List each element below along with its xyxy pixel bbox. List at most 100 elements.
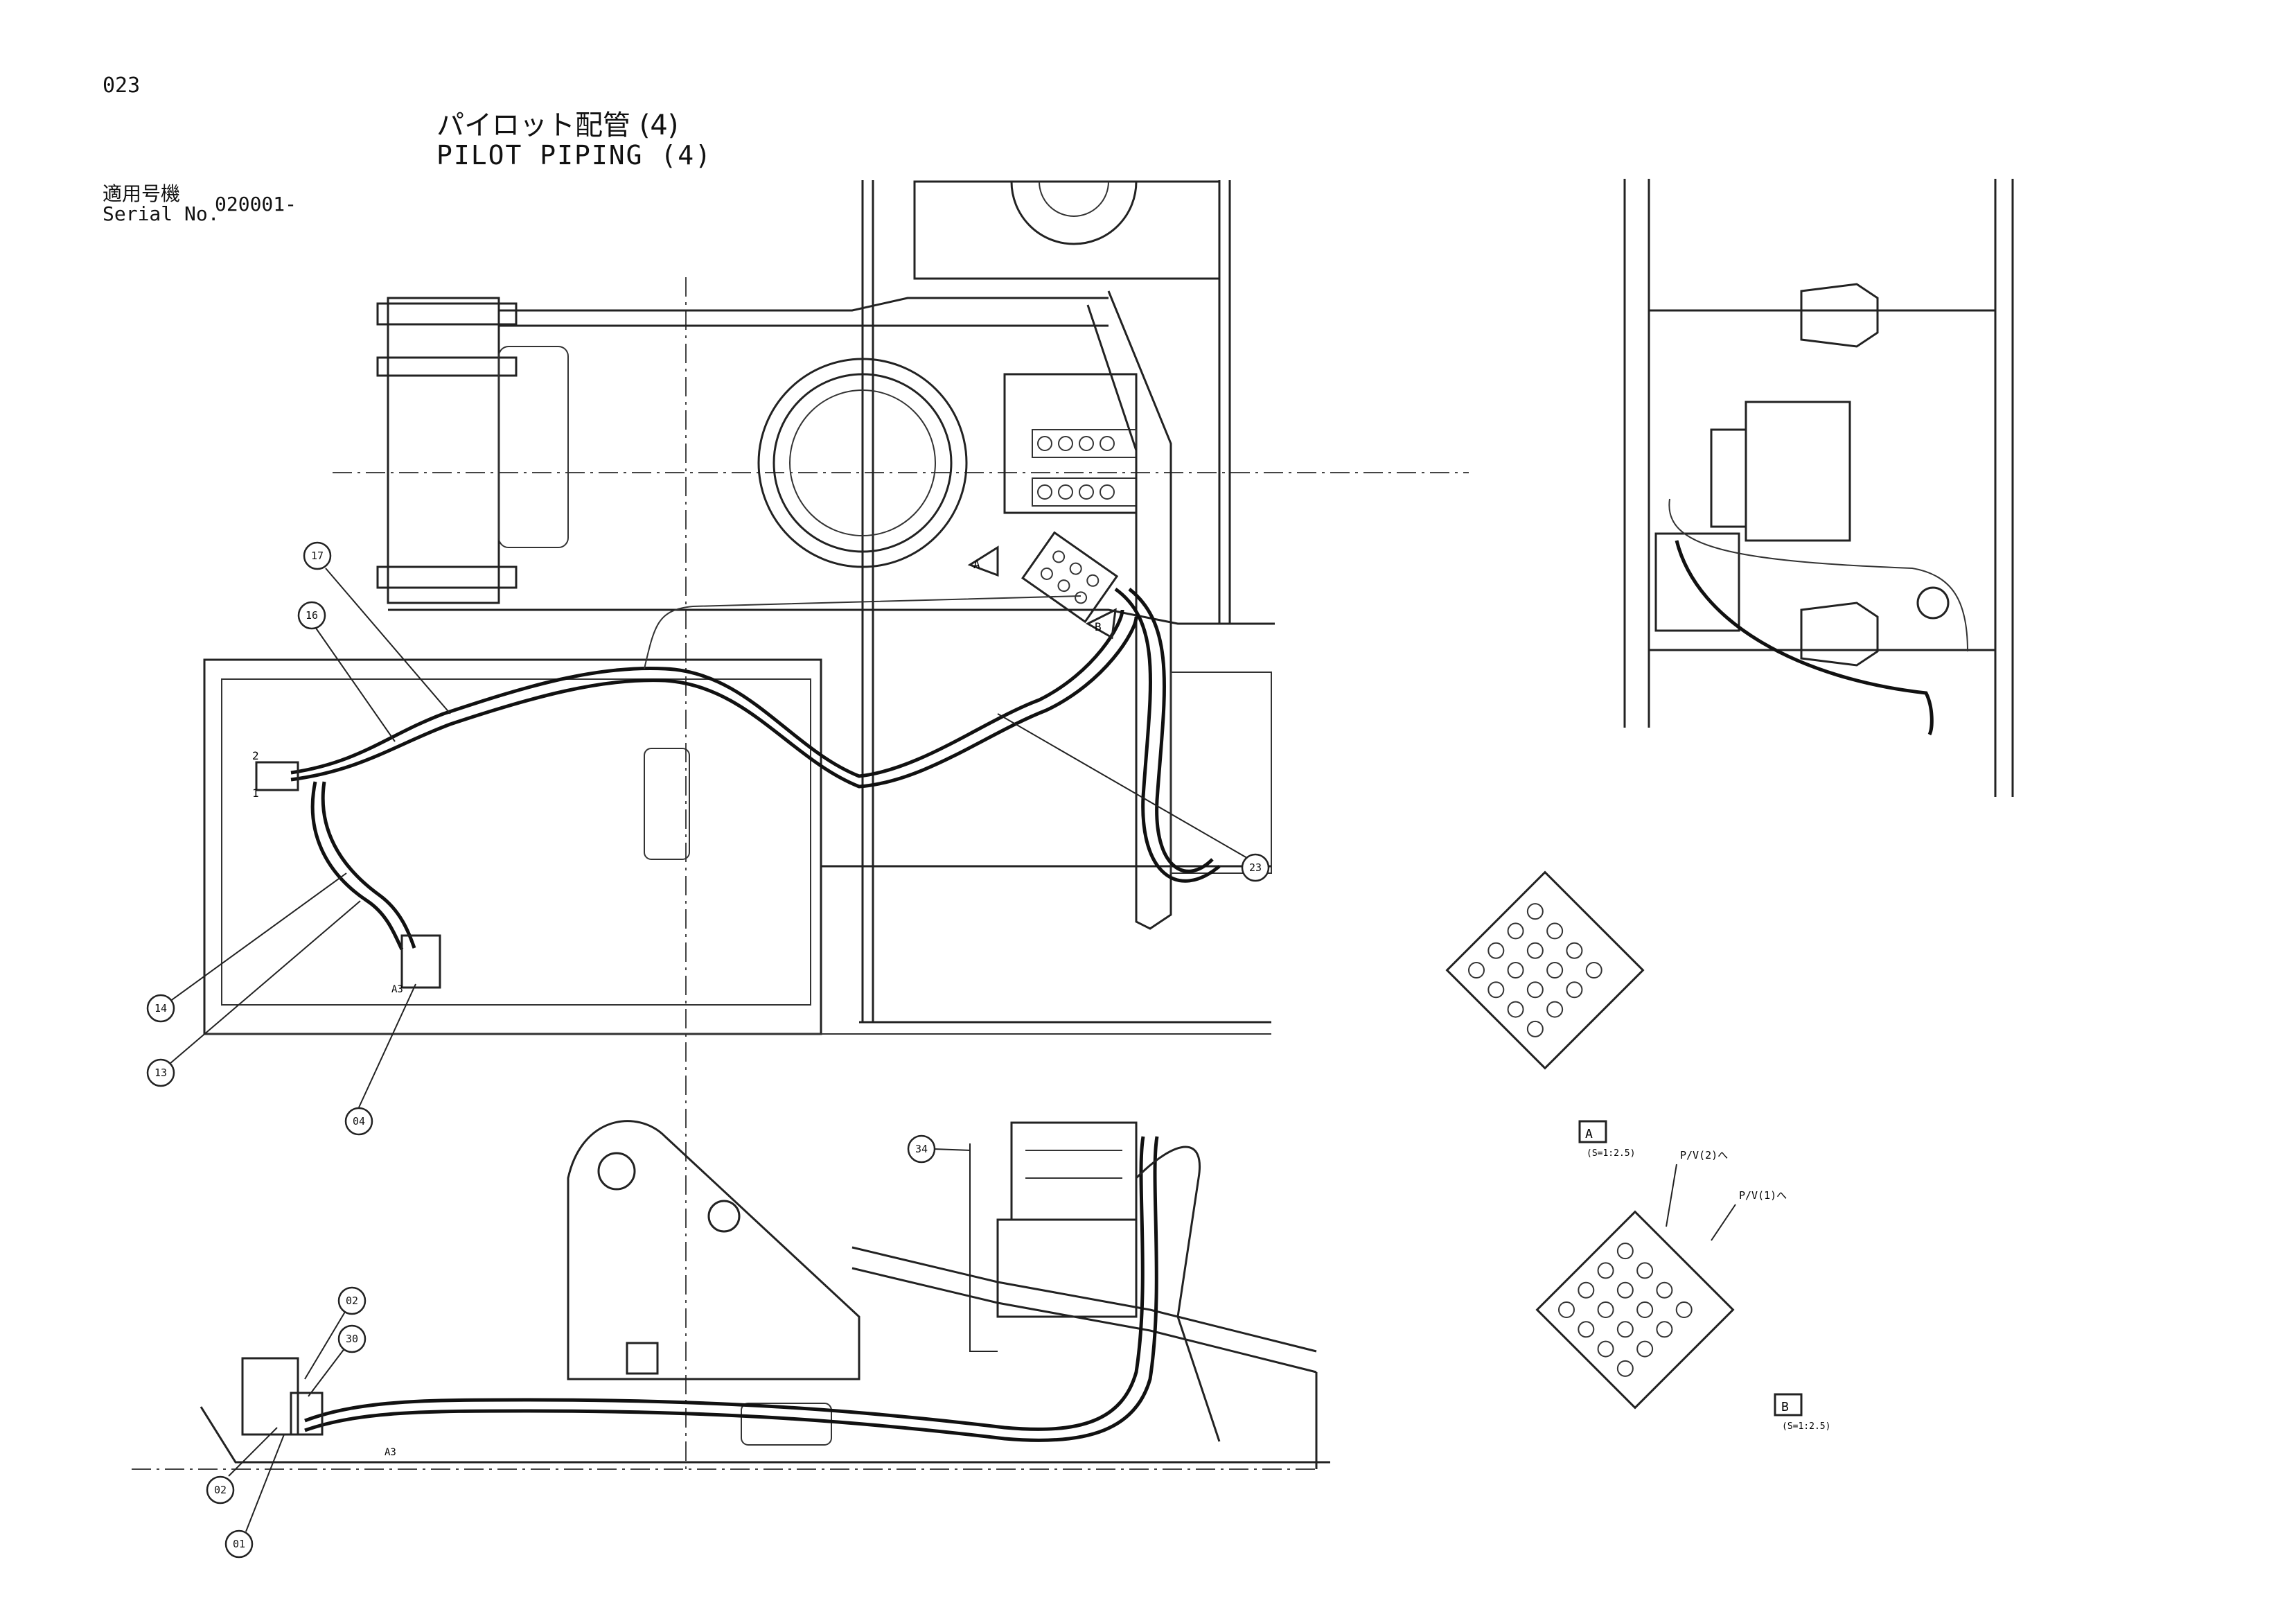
- page-number: 023: [103, 73, 141, 98]
- side-fitting-block: [241, 1357, 299, 1436]
- upper-box: [913, 180, 1221, 280]
- port-label-a3-top: A3: [391, 984, 403, 995]
- svg-text:02: 02: [214, 1484, 227, 1496]
- side-rail: [1086, 290, 1172, 930]
- frame-top-edge: [499, 297, 1109, 312]
- serial-number-value: 020001-: [215, 193, 297, 216]
- svg-text:A: A: [973, 558, 980, 571]
- callout-23: 23: [1241, 853, 1270, 882]
- callout-34: 34: [907, 1134, 936, 1164]
- callout-14: 14: [146, 994, 175, 1023]
- svg-text:B: B: [1095, 620, 1102, 633]
- svg-text:04: 04: [353, 1115, 365, 1128]
- control-valve-block: [1003, 373, 1138, 514]
- swing-bearing-inner: [772, 373, 953, 553]
- arm-link: [1135, 1146, 1221, 1442]
- callout-16: 16: [297, 601, 326, 630]
- callout-01: 01: [224, 1529, 254, 1559]
- elev-valve: [1745, 401, 1851, 542]
- hose-34-lead: [969, 1143, 998, 1352]
- boom-pin: [597, 1152, 636, 1191]
- svg-text:01: 01: [233, 1538, 245, 1550]
- side-fitting-30: [290, 1392, 324, 1436]
- side-valve-upper: [1010, 1121, 1138, 1221]
- valve-row-1: [1032, 429, 1137, 458]
- valve-04: [400, 934, 441, 989]
- pilot-line: [644, 595, 1081, 669]
- callout-04: 04: [344, 1107, 373, 1136]
- svg-text:13: 13: [154, 1067, 167, 1079]
- swing-bearing-ring: [789, 389, 936, 536]
- valve-row-2: [1032, 477, 1137, 507]
- pilot-valve-top: [1021, 531, 1119, 624]
- svg-text:30: 30: [346, 1333, 358, 1345]
- view-b-detail: [1535, 1210, 1735, 1410]
- elev-valve-side: [1710, 428, 1747, 528]
- side-base-line: [200, 1406, 1330, 1464]
- svg-text:17: 17: [311, 550, 324, 562]
- hose-16: [290, 616, 1138, 789]
- front-bracket: [387, 297, 500, 604]
- bracket-plate-top: [376, 302, 518, 326]
- elev-tank-bottom: [1800, 602, 1879, 667]
- side-view: A3: [132, 1120, 1330, 1470]
- view-b-label: B (S=1:2.5): [1774, 1393, 1830, 1432]
- callout-30: 30: [337, 1324, 367, 1353]
- port-label-pv1: P/V(1)へ: [1739, 1189, 1787, 1202]
- view-marker-b: B: [1085, 608, 1117, 640]
- svg-text:23: 23: [1249, 861, 1262, 874]
- view-b-letter: B: [1781, 1400, 1789, 1414]
- title-english: PILOT PIPING (4): [436, 140, 713, 170]
- elev-pilot-block: [1654, 532, 1740, 632]
- callout-13: 13: [146, 1058, 175, 1087]
- port-label-pv2: P/V(2)へ: [1680, 1149, 1728, 1161]
- valve-ports: [1037, 436, 1115, 500]
- elev-hose: [1675, 540, 1934, 736]
- port-label-1: 1: [252, 787, 259, 800]
- lower-frame-inner: [221, 678, 811, 1006]
- title-japanese: パイロット配管 (4): [436, 109, 679, 141]
- svg-text:14: 14: [154, 1002, 167, 1015]
- side-slot: [741, 1403, 832, 1446]
- bracket-plate-mid: [376, 356, 518, 377]
- view-a-detail: [1445, 870, 1645, 1070]
- svg-text:02: 02: [346, 1295, 358, 1307]
- callout-02-upper: 02: [337, 1286, 367, 1315]
- swing-motor-arc: [1010, 181, 1138, 245]
- swing-motor-arc-inner: [1039, 181, 1109, 217]
- callout-02-lower: 02: [206, 1475, 235, 1504]
- bracket-plate-bottom: [376, 565, 518, 589]
- lower-frame: [203, 658, 822, 1035]
- boom-pin-2: [707, 1200, 741, 1233]
- hose-14: [310, 781, 404, 951]
- serial-label-english: Serial No.: [103, 202, 220, 225]
- boom-bracket: [567, 1120, 860, 1380]
- connector-block: [255, 761, 299, 791]
- serial-label-japanese: 適用号機: [103, 182, 181, 205]
- right-elevation-view: [1623, 179, 2014, 797]
- callout-leaders: [169, 568, 1248, 1532]
- hose-23: [1114, 587, 1221, 883]
- top-view: 2 1 A3 A B: [203, 180, 1469, 1469]
- side-square-marker: [626, 1342, 659, 1375]
- elev-circle: [1916, 586, 1950, 620]
- frame-slot: [644, 748, 690, 860]
- swing-bearing-outer: [757, 358, 968, 568]
- view-marker-a: A: [967, 545, 999, 577]
- elev-tank-top: [1800, 283, 1879, 348]
- port-label-a3-side: A3: [385, 1447, 396, 1458]
- bracket-web: [498, 346, 569, 548]
- view-a-label: A (S=1:2.5): [1578, 1120, 1635, 1159]
- side-upper-line-2: [851, 1267, 1317, 1374]
- svg-text:34: 34: [915, 1143, 928, 1155]
- view-a-scale: (S=1:2.5): [1587, 1148, 1635, 1159]
- hose-13: [321, 781, 416, 949]
- elev-line: [1668, 498, 1968, 652]
- view-a-letter: A: [1585, 1127, 1593, 1141]
- side-hose-34: [304, 1136, 1145, 1431]
- hose-23b: [1128, 588, 1214, 873]
- view-b-scale: (S=1:2.5): [1782, 1421, 1830, 1432]
- right-box: [1170, 672, 1272, 874]
- svg-text:16: 16: [306, 609, 318, 622]
